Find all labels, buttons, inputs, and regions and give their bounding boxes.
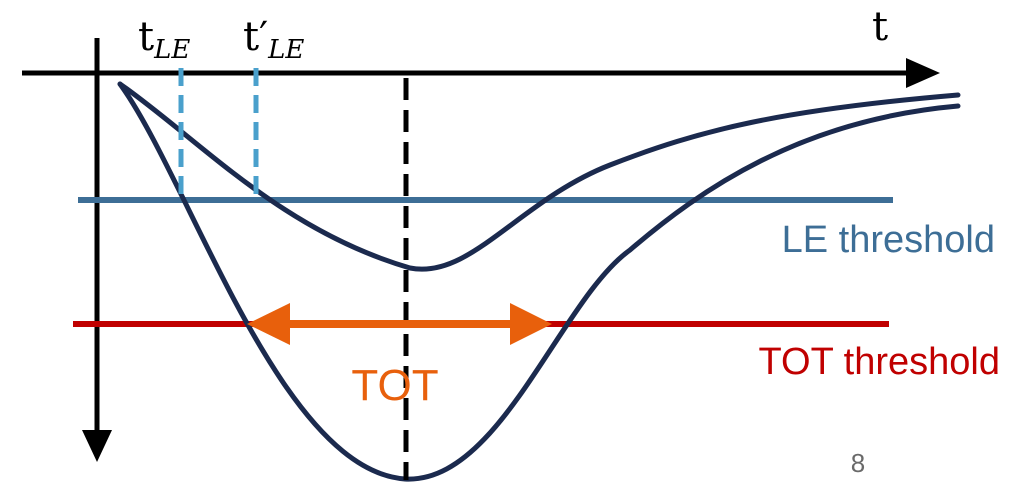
tot-threshold-label: TOT threshold — [759, 341, 1001, 383]
tot-label: TOT — [351, 361, 438, 410]
time-axis-label: t — [872, 4, 888, 50]
time-axis-arrowhead — [906, 58, 940, 88]
tot-arrow-left-head — [247, 303, 290, 345]
t-le-prime-label: t′LE — [243, 14, 304, 65]
t-le-label: tLE — [138, 14, 190, 65]
le-threshold-label: LE threshold — [782, 219, 995, 261]
amplitude-axis-arrowhead — [82, 430, 112, 462]
large-pulse-curve — [117, 81, 961, 482]
tot-arrow-right-head — [510, 303, 552, 345]
page-number: 8 — [851, 448, 865, 478]
small-pulse-curve — [117, 81, 961, 272]
